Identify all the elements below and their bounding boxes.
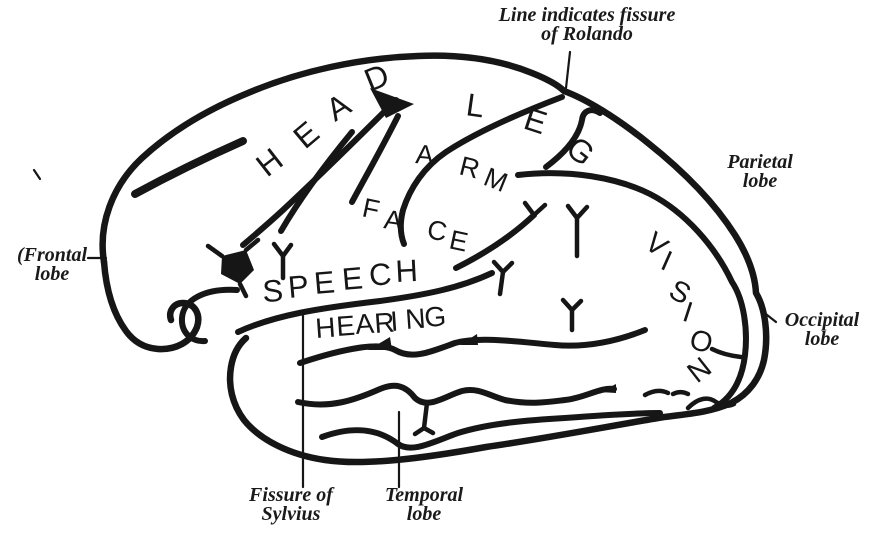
- rolando-annotation-line2: of Rolando: [541, 23, 633, 45]
- posterior-twig: [560, 297, 584, 333]
- temporal-lobe-label-line2: lobe: [406, 503, 442, 525]
- speech-twig: [271, 241, 294, 281]
- parieto-occipital-line: [515, 170, 749, 411]
- rolando-leader-line: [564, 50, 572, 90]
- sulcus-junction-blob: [221, 250, 254, 284]
- occipital-dash-2: [685, 396, 737, 411]
- area-label-vision: VISION: [639, 226, 718, 389]
- fissure-of-sylvius: [235, 270, 495, 335]
- area-label-face: FACE: [360, 193, 471, 258]
- frontal-lower-outline: [100, 258, 202, 353]
- occipital-leader-line: [760, 309, 778, 324]
- occipital-lobe-label-line2: lobe: [804, 328, 840, 350]
- sylvius-fissure-label-line2: Sylvius: [261, 503, 321, 525]
- middle-frontal-arc: [278, 129, 355, 234]
- inferior-temporal-sulcus: [319, 410, 663, 451]
- frontal-lobe-label-line1: (Frontal: [16, 244, 88, 266]
- precentral-arc: [240, 97, 399, 248]
- sylvius-end-twig: [491, 259, 515, 297]
- occipital-lobe-label-line1: Occipital: [784, 309, 860, 331]
- frontal-lobe-label: (Frontal lobe: [16, 244, 88, 285]
- fissure-of-rolando: [397, 94, 565, 247]
- sylvius-fissure-label-line1: Fissure of: [249, 484, 333, 506]
- sulcus-wedge: [370, 88, 414, 118]
- area-label-arm: ARM: [414, 139, 511, 198]
- stray-tick: [32, 168, 42, 181]
- temporal-lobe-label: Temporal lobe: [384, 484, 464, 525]
- precentral-sulcus: [349, 113, 401, 205]
- rolando-annotation: Line indicates fissure of Rolando: [498, 4, 676, 45]
- intraparietal-fork: [522, 200, 548, 218]
- orbital-curl: [178, 286, 240, 345]
- parietal-lobe-label: Parietal lobe: [727, 151, 793, 192]
- intraparietal-curve: [453, 212, 537, 271]
- sylvius-fissure-label: Fissure of Sylvius: [249, 484, 333, 525]
- frontal-lobe-label-line2: lobe: [34, 263, 70, 285]
- occipital-dash-1: [642, 388, 691, 398]
- junction-arms: [205, 237, 261, 299]
- postcentral-hook: [543, 107, 603, 170]
- superior-frontal-sulcus: [131, 137, 247, 198]
- parietal-lobe-label-line1: Parietal: [727, 151, 793, 173]
- parietal-twig: [565, 203, 590, 259]
- rolando-annotation-line1: Line indicates fissure: [498, 4, 676, 26]
- occipital-dash-3: [709, 346, 744, 360]
- middle-temporal-sulcus: [295, 382, 617, 408]
- temporal-lobe-label-line1: Temporal: [384, 484, 464, 506]
- occipital-lobe-label: Occipital lobe: [784, 309, 860, 350]
- parietal-lobe-label-line2: lobe: [742, 170, 778, 192]
- mts-barb: [600, 384, 616, 393]
- brain-outline: [99, 52, 770, 466]
- sts-barb-2: [460, 334, 478, 345]
- sts-barb-1: [368, 337, 392, 350]
- temporal-twig: [412, 400, 436, 437]
